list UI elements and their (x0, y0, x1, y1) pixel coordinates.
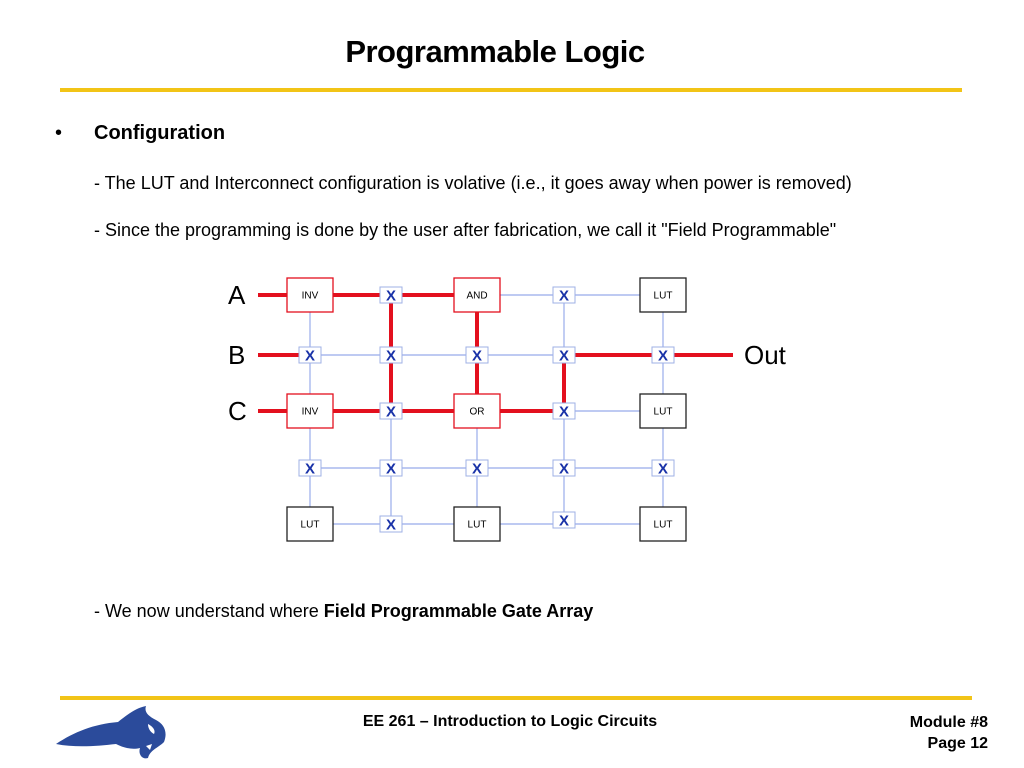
block-label: AND (466, 291, 487, 302)
switch-x-label: X (386, 517, 396, 534)
footer-divider (60, 696, 972, 700)
switch-x-label: X (658, 461, 668, 478)
block-or-4: OR (453, 393, 501, 429)
output-label: Out (744, 340, 787, 370)
input-label-b: B (228, 340, 245, 370)
block-inv-0: INV (286, 277, 334, 313)
switch-x-label: X (305, 348, 315, 365)
switch-x-label: X (386, 348, 396, 365)
switch-3-0: X (298, 459, 322, 478)
switch-0-3: X (552, 286, 576, 305)
text-volatile-config: - The LUT and Interconnect configuration… (94, 173, 852, 193)
switch-x-label: X (305, 461, 315, 478)
switch-3-3: X (552, 459, 576, 478)
switch-x-label: X (559, 513, 569, 530)
block-label: LUT (468, 520, 487, 531)
switch-x-label: X (472, 461, 482, 478)
block-label: INV (302, 407, 319, 418)
block-label: OR (470, 407, 485, 418)
block-label: INV (302, 291, 319, 302)
input-label-a: A (228, 280, 246, 310)
switch-2-1: X (379, 402, 403, 421)
switch-x-label: X (658, 348, 668, 365)
switch-x-label: X (386, 404, 396, 421)
switch-0-1: X (379, 286, 403, 305)
title-divider (60, 88, 962, 92)
block-inv-3: INV (286, 393, 334, 429)
block-label: LUT (301, 520, 320, 531)
switch-x-label: X (386, 461, 396, 478)
switch-x-label: X (472, 348, 482, 365)
conclusion-prefix: - We now understand where (94, 601, 324, 621)
wildcat-logo-icon (56, 706, 166, 759)
conclusion-bold-term: Field Programmable Gate Array (323, 601, 594, 621)
block-lut-2: LUT (639, 277, 687, 313)
switch-1-1: X (379, 346, 403, 365)
switch-2-3: X (552, 402, 576, 421)
block-lut-8: LUT (639, 506, 687, 542)
logic-cells: INV AND LUT INV OR LUT LUT LUT LUT X X X X X X X X X X X X X X… (286, 277, 687, 542)
switch-1-3: X (552, 346, 576, 365)
switch-1-2: X (465, 346, 489, 365)
block-lut-7: LUT (453, 506, 501, 542)
input-label-c: C (228, 396, 247, 426)
slide-title: Programmable Logic (345, 34, 645, 69)
block-lut-5: LUT (639, 393, 687, 429)
switch-1-4: X (651, 346, 675, 365)
footer-module: Module #8 (909, 714, 988, 731)
block-label: LUT (654, 291, 673, 302)
footer-page: Page 12 (927, 735, 988, 752)
switch-3-2: X (465, 459, 489, 478)
switch-4-3: X (552, 511, 576, 530)
text-field-programmable: - Since the programming is done by the u… (94, 220, 837, 240)
bullet-icon: • (55, 122, 63, 144)
text-fpga-conclusion: - We now understand where Field Programm… (94, 601, 593, 622)
switch-x-label: X (559, 348, 569, 365)
footer-module-page: Module #8 Page 12 (910, 712, 988, 754)
switch-4-1: X (379, 515, 403, 534)
switch-1-0: X (298, 346, 322, 365)
block-and-1: AND (453, 277, 501, 313)
section-heading: Configuration (94, 122, 226, 144)
switch-x-label: X (386, 288, 396, 305)
switch-3-1: X (379, 459, 403, 478)
switch-x-label: X (559, 461, 569, 478)
block-lut-6: LUT (286, 506, 334, 542)
block-label: LUT (654, 520, 673, 531)
switch-3-4: X (651, 459, 675, 478)
switch-x-label: X (559, 288, 569, 305)
footer-course-title: EE 261 – Introduction to Logic Circuits (362, 713, 658, 730)
block-label: LUT (654, 407, 673, 418)
switch-x-label: X (559, 404, 569, 421)
